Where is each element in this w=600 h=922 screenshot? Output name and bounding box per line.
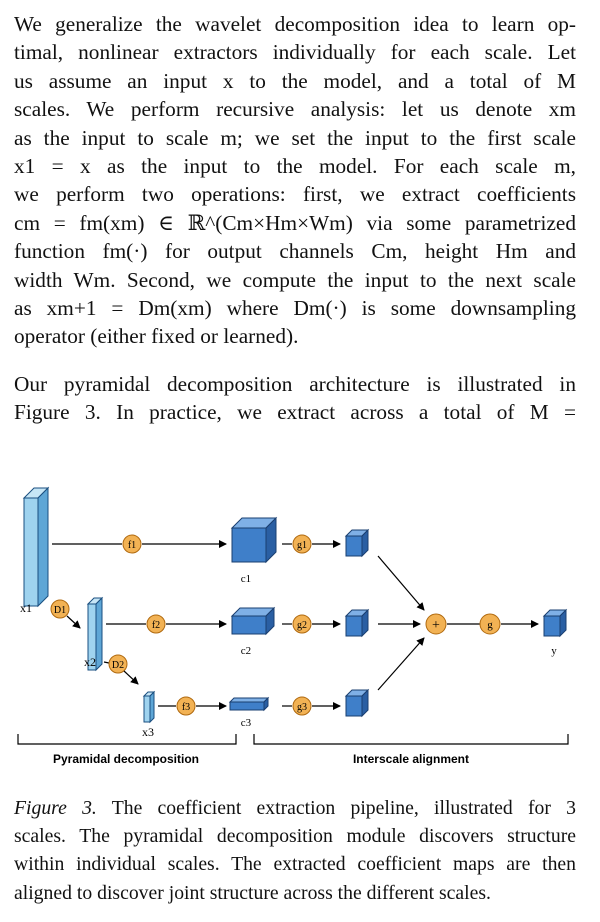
cube-output-y bbox=[542, 608, 568, 638]
label-x1: x1 bbox=[20, 601, 32, 615]
paragraph-1-line-2: timal, nonlinear extractors individually… bbox=[14, 40, 576, 65]
paragraph-1-line-9: function fm(·) for output channels Cm, h… bbox=[14, 239, 576, 264]
op-f3 bbox=[176, 696, 196, 716]
input-x3-slab bbox=[142, 690, 156, 724]
label-plus: + bbox=[432, 618, 440, 633]
figure-3-diagram: x1 f1 c1 g1 D1 bbox=[0, 478, 600, 778]
bracket-pyramidal bbox=[17, 734, 237, 745]
paragraph-1-line-6: x1 = x as the input to the model. For ea… bbox=[14, 154, 576, 179]
paragraph-2-line-1: Our pyramidal decomposition architecture… bbox=[14, 372, 576, 396]
label-g: g bbox=[487, 619, 493, 631]
label-x3: x3 bbox=[142, 725, 154, 739]
op-f1 bbox=[122, 534, 142, 554]
label-g3: g3 bbox=[297, 702, 307, 713]
cube-c1 bbox=[230, 516, 278, 564]
cube-aligned-3 bbox=[344, 688, 370, 718]
label-g1: g1 bbox=[297, 540, 307, 551]
arrow-merge-1 bbox=[377, 555, 425, 611]
paragraph-1-line-12: operator (either fixed or learned). bbox=[14, 324, 299, 349]
label-D1: D1 bbox=[54, 605, 66, 616]
label-c1: c1 bbox=[241, 573, 251, 585]
label-f1: f1 bbox=[128, 540, 136, 551]
figure-caption: Figure 3. The coefficient extraction pip… bbox=[14, 794, 576, 907]
caption-label: Figure 3. bbox=[14, 797, 97, 819]
op-g bbox=[479, 613, 501, 635]
pyramid-diagram-svg: x1 f1 c1 g1 D1 bbox=[17, 486, 569, 766]
caption-line-1-text: The coefficient extraction pipeline, ill… bbox=[111, 797, 576, 819]
paragraph-1-line-5: as the input to scale m; we set the inpu… bbox=[14, 125, 576, 150]
label-interscale-alignment: Interscale alignment bbox=[353, 752, 469, 766]
label-pyramidal-decomposition: Pyramidal decomposition bbox=[53, 752, 199, 766]
paragraph-1: We generalize the wavelet decomposition … bbox=[14, 10, 576, 351]
arrow-D1-x2 bbox=[66, 615, 81, 629]
cube-c3 bbox=[228, 696, 270, 712]
caption-line-2: scales. The pyramidal decomposition modu… bbox=[14, 825, 576, 848]
paragraph-1-line-1: We generalize the wavelet decomposition … bbox=[14, 12, 576, 36]
op-D1 bbox=[50, 599, 70, 619]
op-plus bbox=[425, 613, 447, 635]
bracket-interscale bbox=[253, 734, 569, 745]
paragraph-1-line-7: we perform two operations: first, we ext… bbox=[14, 182, 576, 207]
input-x2-slab bbox=[86, 596, 104, 672]
paragraph-1-line-11: as xm+1 = Dm(xm) where Dm(·) is some dow… bbox=[14, 296, 576, 321]
caption-line-1: Figure 3. The coefficient extraction pip… bbox=[14, 794, 576, 822]
label-g2: g2 bbox=[297, 620, 307, 631]
cube-c2 bbox=[230, 606, 276, 636]
label-c3: c3 bbox=[241, 717, 252, 729]
cube-aligned-1 bbox=[344, 528, 370, 558]
op-g3 bbox=[292, 696, 312, 716]
input-x1-slab bbox=[22, 486, 50, 608]
paragraph-2-line-2: Figure 3. In practice, we extract across… bbox=[14, 400, 576, 425]
arrow-D2-x3 bbox=[123, 670, 139, 685]
paragraph-1-line-3: us assume an input x to the model, and a… bbox=[14, 68, 576, 93]
op-D2 bbox=[108, 654, 128, 674]
op-f2 bbox=[146, 614, 166, 634]
label-f3: f3 bbox=[182, 702, 190, 713]
op-g2 bbox=[292, 614, 312, 634]
label-D2: D2 bbox=[112, 660, 124, 671]
caption-line-3: within individual scales. The extracted … bbox=[14, 853, 576, 876]
paragraph-1-line-4: scales. We perform recursive analysis: l… bbox=[14, 97, 576, 122]
paragraph-1-line-10: width Wm. Second, we compute the input t… bbox=[14, 267, 576, 292]
paragraph-1-line-8: cm = fm(xm) ∈ ℝ^(Cm×Hm×Wm) via some para… bbox=[14, 210, 576, 235]
label-f2: f2 bbox=[152, 620, 160, 631]
label-y: y bbox=[551, 645, 557, 657]
caption-line-4: aligned to discover joint structure acro… bbox=[14, 881, 491, 904]
op-g1 bbox=[292, 534, 312, 554]
arrow-merge-3 bbox=[377, 637, 425, 691]
label-c2: c2 bbox=[241, 645, 251, 657]
label-x2: x2 bbox=[84, 655, 96, 669]
cube-aligned-2 bbox=[344, 608, 370, 638]
paragraph-2: Our pyramidal decomposition architecture… bbox=[14, 370, 576, 427]
